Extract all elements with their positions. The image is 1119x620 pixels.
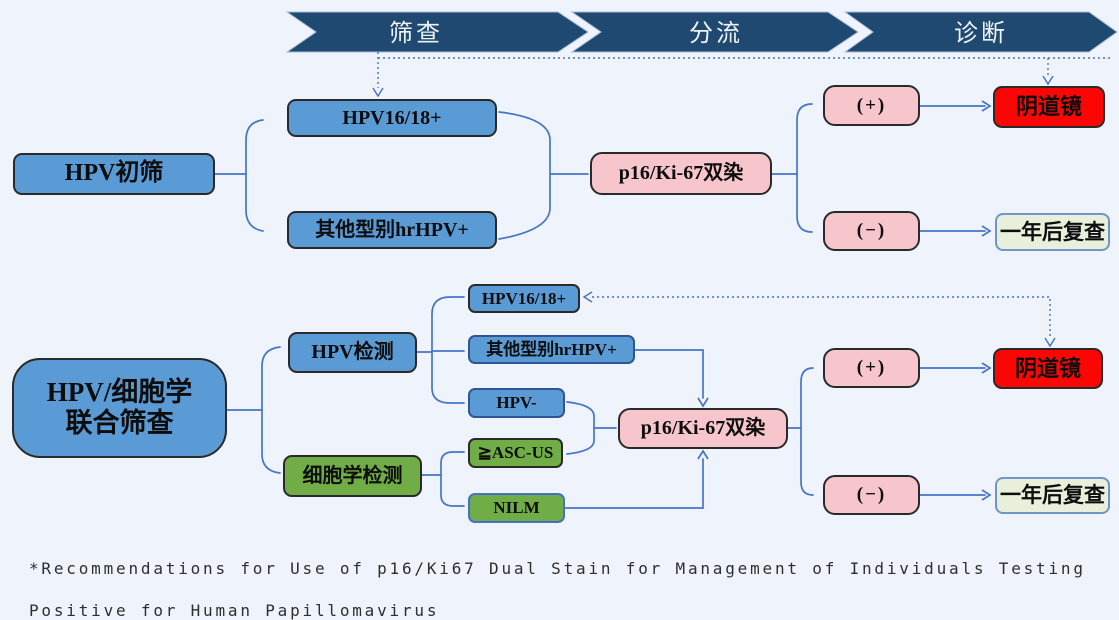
chevron-step-triage: 分流 bbox=[689, 21, 743, 47]
node-hpv-primary-screen: HPV初筛 bbox=[13, 153, 215, 195]
cotest-label-line1: HPV/细胞学 bbox=[46, 376, 193, 407]
node-top-p16-ki67-dualstain: p16/Ki-67双染 bbox=[590, 152, 772, 195]
bottom-flow-connectors bbox=[226, 296, 992, 509]
footnote-line2: Positive for Human Papillomavirus bbox=[29, 601, 440, 620]
node-hpv-test: HPV检测 bbox=[288, 332, 417, 373]
chevron-diagnosis-shape bbox=[843, 11, 1118, 53]
node-bottom-nilm: NILM bbox=[468, 493, 565, 523]
footnote-line1: *Recommendations for Use of p16/Ki67 Dua… bbox=[29, 559, 1086, 578]
node-top-hpv16-18: HPV16/18+ bbox=[287, 99, 497, 137]
footnote: *Recommendations for Use of p16/Ki67 Dua… bbox=[29, 548, 1114, 620]
chevron-banner bbox=[285, 11, 1118, 53]
chevron-step-diagnosis: 诊断 bbox=[954, 21, 1008, 47]
node-top-result-negative: (−) bbox=[823, 211, 920, 251]
chevron-step-screening: 筛查 bbox=[389, 21, 443, 47]
node-bottom-followup-one-year: 一年后复查 bbox=[995, 477, 1110, 514]
node-top-other-hrhpv: 其他型别hrHPV+ bbox=[287, 211, 497, 249]
node-bottom-hpv16-18: HPV16/18+ bbox=[468, 284, 580, 313]
node-bottom-other-hrhpv: 其他型别hrHPV+ bbox=[468, 335, 635, 364]
node-bottom-hpv-negative: HPV- bbox=[468, 388, 565, 418]
node-bottom-asc-us: ≧ASC-US bbox=[468, 438, 563, 468]
node-bottom-p16-ki67-dualstain: p16/Ki-67双染 bbox=[618, 408, 788, 449]
node-bottom-colposcopy: 阴道镜 bbox=[993, 348, 1103, 389]
node-bottom-result-negative: (−) bbox=[823, 475, 920, 515]
chevron-triage-shape bbox=[570, 11, 859, 53]
dotted-feedback-top bbox=[372, 52, 1112, 98]
top-flow-connectors bbox=[214, 100, 992, 240]
node-bottom-result-positive: (+) bbox=[823, 348, 920, 388]
node-cytology-test: 细胞学检测 bbox=[283, 455, 422, 497]
node-top-result-positive: (+) bbox=[823, 85, 920, 126]
chevron-screening-shape bbox=[285, 11, 589, 53]
node-top-followup-one-year: 一年后复查 bbox=[995, 213, 1110, 251]
dotted-feedback-bottom bbox=[582, 291, 1056, 348]
node-top-colposcopy: 阴道镜 bbox=[993, 86, 1105, 128]
node-hpv-cytology-cotest: HPV/细胞学 联合筛查 bbox=[12, 358, 227, 458]
cotest-label-line2: 联合筛查 bbox=[65, 408, 174, 438]
